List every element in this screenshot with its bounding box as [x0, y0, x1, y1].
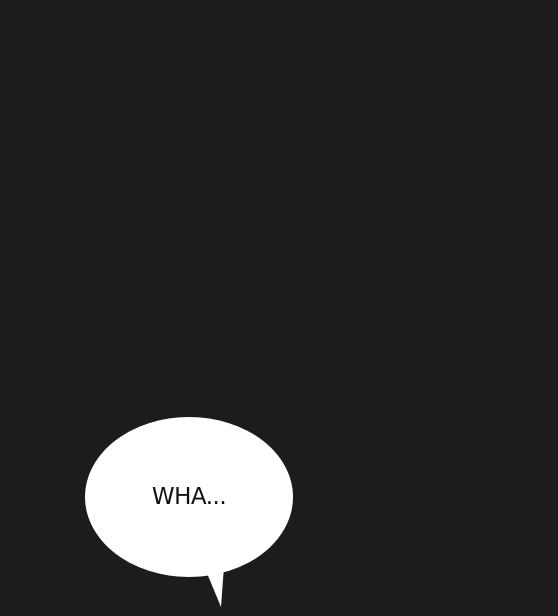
speech-bubble-body [85, 417, 293, 577]
speech-bubble-text: WHA... [151, 484, 227, 510]
speech-bubble-tail [204, 566, 224, 607]
